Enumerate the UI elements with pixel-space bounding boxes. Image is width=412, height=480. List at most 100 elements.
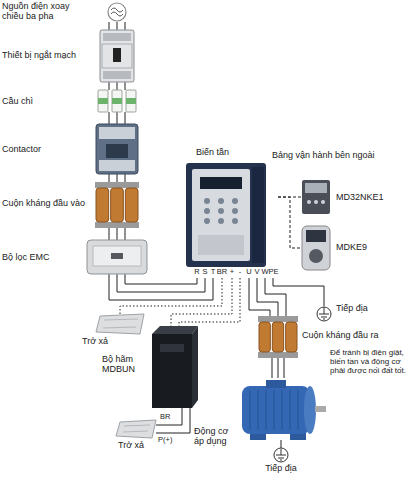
breaker-terminal [103, 33, 131, 41]
wire-group [109, 22, 125, 30]
component-label: MD32NKE1 [336, 192, 406, 202]
brake-top [152, 326, 198, 334]
component-label: Tiếp địa [336, 303, 396, 313]
phase-wire [249, 278, 270, 316]
component-label: Bộ hãm MDBUN [102, 354, 148, 375]
phase-wire [109, 174, 110, 182]
reactor-node: Cuộn kháng đầu vào [95, 182, 139, 228]
phase-wire [109, 274, 213, 300]
motor-fin [290, 390, 291, 430]
ac-wave-symbol [111, 8, 123, 16]
motor-body [242, 386, 310, 434]
reactor-frame [95, 182, 139, 188]
terminal-label: - [235, 268, 245, 277]
reactor-frame [95, 222, 139, 228]
wire-connector [117, 82, 118, 90]
reactor-frame [258, 352, 298, 358]
wire-connector [156, 408, 190, 433]
keypad2-illustration [302, 226, 330, 270]
contactor-node: Contactor [96, 124, 138, 174]
ground-circle [317, 307, 331, 321]
terminal-label: BR [216, 268, 228, 277]
wire-connector [117, 22, 118, 30]
wire-group [109, 228, 125, 240]
wire-group [281, 440, 282, 448]
wire-connector [120, 278, 222, 314]
inverter-body [186, 163, 266, 267]
wire-group [109, 174, 125, 182]
wire-connector [278, 197, 302, 248]
phase-wire [109, 22, 110, 30]
keypad-button [321, 200, 325, 204]
keypad-button [307, 200, 311, 204]
keypad-dial [309, 249, 323, 263]
wire-group [278, 197, 302, 248]
resistor-node: Trở xả [96, 314, 144, 334]
inverter-button [232, 208, 238, 214]
reactor-coil [286, 322, 297, 352]
phase-wire [284, 358, 285, 378]
wire-group [249, 278, 286, 316]
resistor-fin [123, 425, 150, 432]
ground-illustration [273, 448, 289, 462]
wire-connector [273, 278, 324, 306]
safety-note: Để tránh bị điện giật, biến tần và động … [330, 348, 410, 376]
motor-fin [258, 390, 259, 430]
wire-connector [117, 228, 118, 240]
brake-side [192, 326, 198, 408]
fuse-band [98, 98, 108, 104]
component-label: Cuộn kháng đầu vào [2, 198, 92, 208]
phase-wire [109, 82, 110, 90]
keypad-body [302, 180, 330, 214]
keypad1-illustration [302, 180, 330, 214]
motor-fin [274, 390, 275, 430]
component-label: Nguồn điện xoay chiều ba pha [2, 1, 92, 22]
keypad-body [302, 226, 330, 270]
phase-wire [125, 82, 126, 90]
breaker-terminal [103, 71, 131, 79]
filter-body [87, 240, 147, 274]
ground-circle [274, 448, 288, 462]
motor-node: Động cơ áp dụng [236, 378, 326, 440]
reactor-coil [259, 322, 270, 352]
breaker-body [100, 30, 134, 82]
ground-node: Tiếp địa [273, 448, 289, 462]
component-label: Contactor [2, 144, 92, 154]
source-illustration [107, 2, 127, 22]
wire-connector [179, 278, 240, 326]
filter-mark [111, 253, 123, 259]
terminal-label: PE [267, 268, 280, 277]
brake-panel [160, 344, 184, 352]
brake-illustration [152, 326, 198, 408]
inverter-display [200, 177, 242, 189]
terminal-label: P(+) [158, 436, 182, 445]
component-label: Trở xả [82, 336, 132, 346]
reactor-coil [96, 188, 109, 222]
ac-source-circle [108, 3, 126, 21]
keypad2-node: MDKE9 [302, 226, 330, 270]
reactor-illustration [95, 182, 139, 228]
wire-connector [281, 440, 282, 448]
contactor-window [106, 144, 128, 158]
component-label: Thiết bị ngắt mạch [2, 50, 94, 60]
reactor-frame [258, 316, 298, 322]
resistor-node: Trở xả [116, 420, 156, 438]
inverter-button [232, 198, 238, 204]
terminal-label: BR [160, 413, 180, 422]
breaker-node: Thiết bị ngắt mạch [100, 30, 134, 82]
emc-illustration [87, 240, 147, 274]
phase-wire [109, 112, 110, 124]
contactor-terminal [99, 160, 135, 171]
component-label: Tiếp địa [259, 463, 303, 473]
keypad-display [305, 183, 327, 193]
ground-symbol [319, 307, 329, 319]
component-label: Cuộn kháng đầu ra [302, 330, 394, 340]
inverter-button [204, 218, 210, 224]
inverter-button [204, 208, 210, 214]
component-label: Biến tần [196, 147, 256, 157]
inverter-illustration [186, 163, 278, 278]
inverter-node: Biến tần [186, 163, 278, 278]
phase-wire [156, 408, 182, 425]
phase-wire [125, 22, 126, 30]
